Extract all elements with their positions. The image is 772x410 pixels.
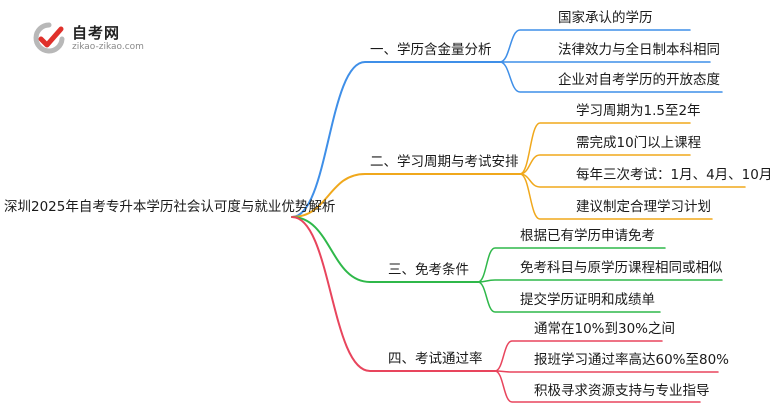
- branch-connector: [291, 173, 521, 218]
- leaf-label: 法律效力与全日制本科相同: [558, 42, 720, 58]
- leaf-label: 国家承认的学历: [558, 10, 653, 26]
- logo-title: 自考网: [72, 24, 121, 42]
- logo-url: zikao-zikao.com: [72, 42, 144, 52]
- mindmap-canvas: [291, 29, 746, 403]
- branch-connector: [291, 216, 496, 372]
- mindmap-root: 深圳2025年自考专升本学历社会认可度与就业优势解析: [4, 199, 336, 215]
- branch-connector: [291, 216, 479, 283]
- branch-label: 二、学习周期与考试安排: [370, 154, 519, 170]
- leaf-label: 提交学历证明和成绩单: [520, 292, 655, 308]
- leaf-label: 通常在10%到30%之间: [534, 321, 676, 337]
- leaf-label: 报班学习通过率高达60%至80%: [534, 352, 730, 368]
- leaf-connector: [499, 61, 723, 93]
- leaf-connector: [494, 370, 719, 373]
- leaf-label: 每年三次考试：1月、4月、10月: [576, 167, 772, 183]
- leaf-connector: [477, 281, 661, 313]
- branch-label: 四、考试通过率: [388, 351, 483, 367]
- leaf-connector: [477, 247, 666, 283]
- leaf-connector: [519, 173, 713, 220]
- branch-label: 一、学历含金量分析: [370, 42, 492, 58]
- leaf-label: 学习周期为1.5至2年: [576, 103, 701, 119]
- leaf-label: 免考科目与原学历课程相同或相似: [520, 260, 723, 276]
- logo-icon: [33, 22, 65, 54]
- leaf-connector: [519, 154, 691, 175]
- leaf-label: 建议制定合理学习计划: [576, 199, 711, 215]
- leaf-label: 企业对自考学历的开放态度: [558, 72, 720, 88]
- leaf-connector: [494, 340, 663, 372]
- leaf-label: 需完成10门以上课程: [576, 135, 702, 151]
- leaf-connector: [519, 122, 691, 175]
- site-logo: 自考网 zikao-zikao.com: [30, 18, 150, 58]
- mindmap-edges: [291, 29, 746, 403]
- leaf-label: 积极寻求资源支持与专业指导: [534, 383, 710, 399]
- leaf-connector: [499, 29, 691, 63]
- leaf-connector: [494, 370, 701, 403]
- leaf-connector: [477, 279, 723, 283]
- branch-label: 三、免考条件: [388, 262, 469, 278]
- branch-connector: [291, 61, 501, 218]
- leaf-label: 根据已有学历申请免考: [520, 228, 655, 244]
